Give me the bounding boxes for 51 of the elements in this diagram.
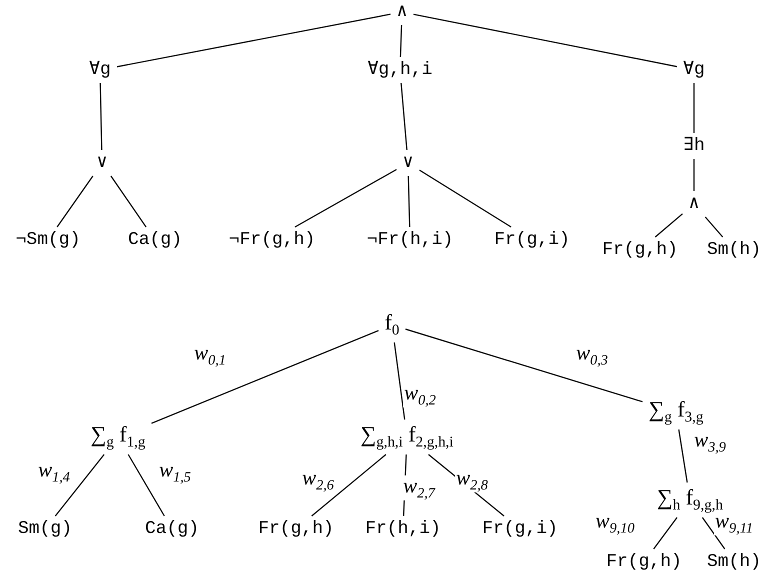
tree-edge bbox=[693, 159, 695, 191]
formula-text: ∀g bbox=[679, 59, 709, 81]
formula-text: Fr(g,h) bbox=[254, 518, 338, 540]
edge-label: w$_{9,11}$ bbox=[714, 510, 754, 536]
formula-text: ∀g bbox=[85, 59, 115, 81]
formula-text: ∑$_{g}$ f$_{3,g}$ bbox=[644, 396, 708, 428]
formula-text: Fr(g,h) bbox=[602, 551, 686, 573]
tree-edge bbox=[56, 176, 94, 228]
tree-edge bbox=[54, 454, 105, 516]
tree-edge bbox=[413, 14, 678, 68]
tree-edge bbox=[702, 517, 726, 550]
tree-edge bbox=[400, 24, 402, 58]
formula-text: ∑$_{g,h,i}$ f$_{2,g,h,i}$ bbox=[356, 421, 458, 453]
tree-edge bbox=[704, 216, 724, 238]
formula-text: ∧ bbox=[392, 1, 412, 23]
formula-text: Fr(g,h) bbox=[598, 239, 682, 261]
edge-label: w$_{2,7}$ bbox=[402, 475, 436, 501]
tree-edge bbox=[394, 342, 406, 420]
formula-text: f$_{0}$ bbox=[380, 309, 404, 341]
formula-text: ¬Fr(g,h) bbox=[224, 229, 320, 251]
tree-edge bbox=[100, 82, 102, 150]
tree-edge bbox=[294, 168, 397, 228]
formula-text: Ca(g) bbox=[124, 229, 186, 251]
tree-edge bbox=[693, 83, 695, 133]
formula-text: ∧ bbox=[684, 193, 704, 215]
formula-text: Sm(g) bbox=[14, 518, 76, 540]
formula-text: ¬Fr(h,i) bbox=[362, 229, 458, 251]
formula-text: Fr(g,i) bbox=[478, 518, 562, 540]
tree-edge bbox=[116, 14, 391, 68]
tree-edge bbox=[151, 330, 379, 424]
formula-text: ∃h bbox=[679, 135, 709, 157]
formula-text: Sm(h) bbox=[703, 551, 765, 573]
formula-text: Fr(g,i) bbox=[490, 229, 574, 251]
tree-edge bbox=[400, 82, 408, 150]
tree-edge bbox=[128, 454, 165, 516]
formula-text: ¬Sm(g) bbox=[12, 229, 84, 251]
formula-text: Ca(g) bbox=[141, 518, 203, 540]
tree-edge bbox=[408, 176, 410, 228]
formula-text: Sm(h) bbox=[703, 239, 765, 261]
tree-edge bbox=[653, 517, 678, 550]
tree-edge bbox=[654, 213, 683, 238]
tree-edge bbox=[311, 454, 386, 516]
tree-edge bbox=[405, 328, 643, 402]
formula-text: ∨ bbox=[398, 152, 418, 174]
tree-edge bbox=[419, 170, 512, 228]
tree-edge bbox=[110, 176, 147, 228]
formula-text: ∨ bbox=[92, 152, 112, 174]
tree-edge bbox=[678, 429, 688, 483]
formula-text: Fr(h,i) bbox=[361, 518, 445, 540]
formula-text: ∀g,h,i bbox=[364, 59, 436, 81]
formula-text: ∑$_{g}$ f$_{1,g}$ bbox=[86, 421, 150, 453]
